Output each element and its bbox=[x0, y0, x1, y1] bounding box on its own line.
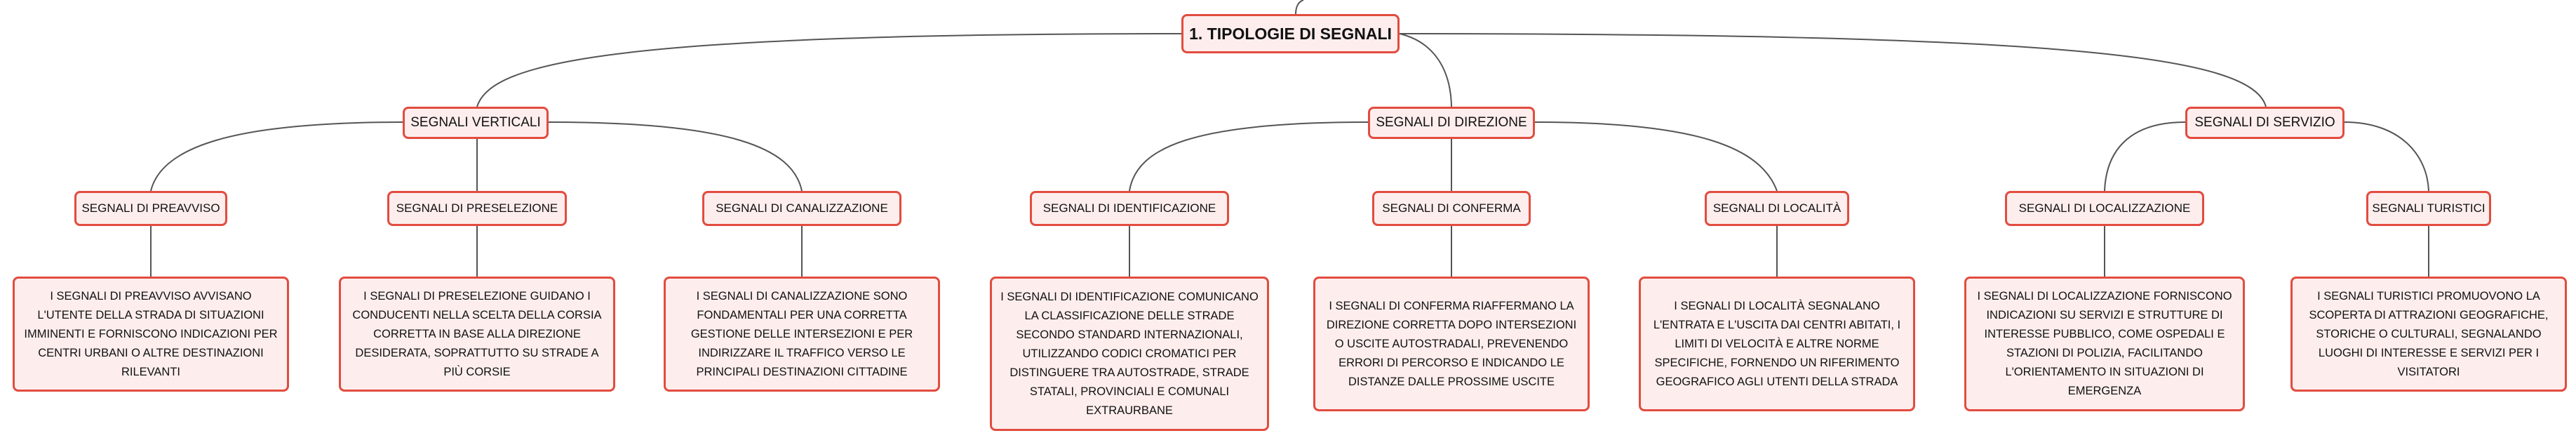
connector-direzione-identificazione bbox=[1129, 121, 1369, 192]
node-segnali-canalizzazione[interactable]: SEGNALI DI CANALIZZAZIONE bbox=[702, 191, 901, 226]
node-segnali-turistici[interactable]: SEGNALI TURISTICI bbox=[2366, 191, 2491, 226]
leaf-localizzazione-description[interactable]: I SEGNALI DI LOCALIZZAZIONE FORNISCONO I… bbox=[1964, 277, 2245, 411]
connector-verticali-preavviso bbox=[150, 121, 403, 192]
leaf-preselezione-description[interactable]: I SEGNALI DI PRESELEZIONE GUIDANO I COND… bbox=[339, 277, 615, 392]
connector-root-verticali bbox=[476, 33, 1182, 107]
connector-root-servizio bbox=[1399, 33, 2267, 107]
connector-servizio-localizzazione bbox=[2104, 121, 2186, 192]
leaf-localita-description[interactable]: I SEGNALI DI LOCALITÀ SEGNALANO L'ENTRAT… bbox=[1639, 277, 1915, 411]
leaf-identificazione-description[interactable]: I SEGNALI DI IDENTIFICAZIONE COMUNICANO … bbox=[990, 277, 1269, 431]
leaf-turistici-description[interactable]: I SEGNALI TURISTICI PROMUOVONO LA SCOPER… bbox=[2290, 277, 2567, 392]
connector-root-incoming bbox=[1295, 0, 1304, 15]
connector-root-direzione bbox=[1399, 33, 1452, 107]
leaf-preavviso-description[interactable]: I SEGNALI DI PREAVVISO AVVISANO L'UTENTE… bbox=[13, 277, 289, 392]
node-segnali-preselezione[interactable]: SEGNALI DI PRESELEZIONE bbox=[387, 191, 567, 226]
node-segnali-localita[interactable]: SEGNALI DI LOCALITÀ bbox=[1705, 191, 1849, 226]
node-segnali-identificazione[interactable]: SEGNALI DI IDENTIFICAZIONE bbox=[1030, 191, 1229, 226]
branch-segnali-verticali[interactable]: SEGNALI VERTICALI bbox=[403, 107, 549, 139]
leaf-canalizzazione-description[interactable]: I SEGNALI DI CANALIZZAZIONE SONO FONDAME… bbox=[664, 277, 940, 392]
connector-servizio-turistici bbox=[2344, 121, 2429, 192]
node-segnali-localizzazione[interactable]: SEGNALI DI LOCALIZZAZIONE bbox=[2005, 191, 2204, 226]
leaf-conferma-description[interactable]: I SEGNALI DI CONFERMA RIAFFERMANO LA DIR… bbox=[1313, 277, 1590, 411]
branch-segnali-servizio[interactable]: SEGNALI DI SERVIZIO bbox=[2185, 107, 2344, 139]
branch-segnali-direzione[interactable]: SEGNALI DI DIREZIONE bbox=[1368, 107, 1535, 139]
root-node[interactable]: 1. TIPOLOGIE DI SEGNALI bbox=[1181, 14, 1400, 53]
connector-direzione-localita bbox=[1534, 121, 1778, 192]
connector-verticali-canalizzazione bbox=[548, 121, 803, 192]
node-segnali-preavviso[interactable]: SEGNALI DI PREAVVISO bbox=[74, 191, 227, 226]
node-segnali-conferma[interactable]: SEGNALI DI CONFERMA bbox=[1372, 191, 1531, 226]
